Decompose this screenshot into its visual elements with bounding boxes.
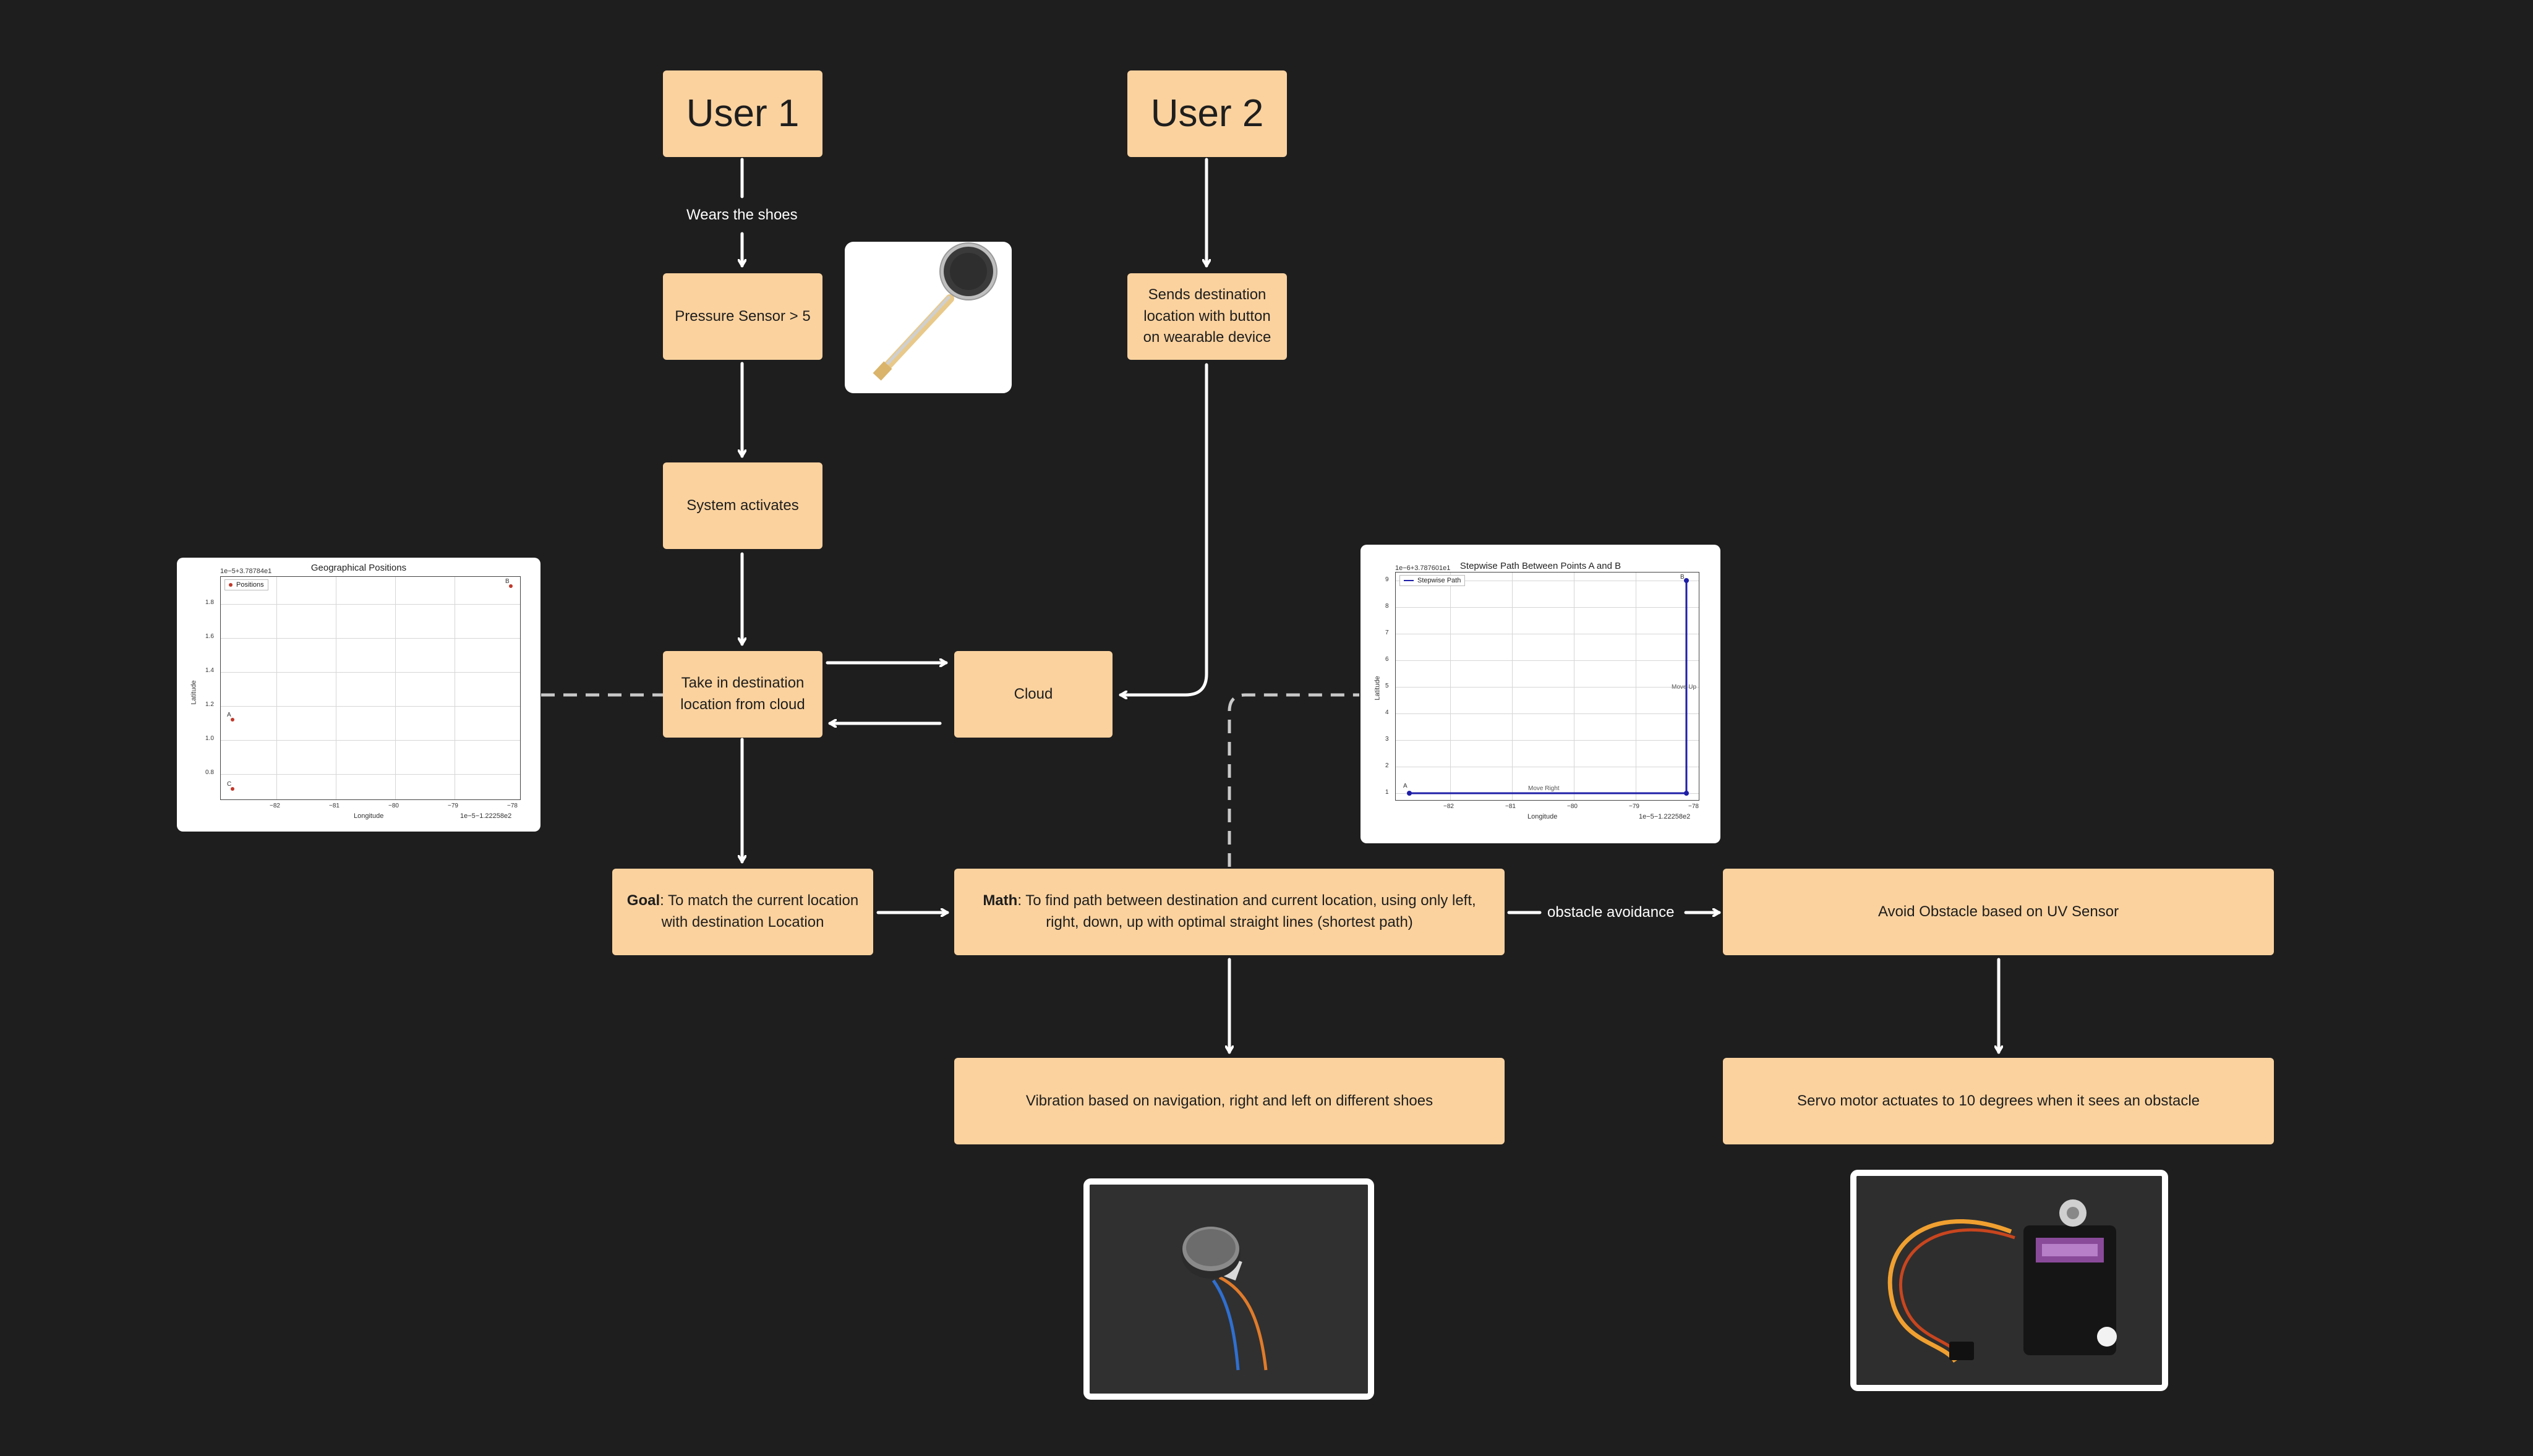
geo-xtick: −79 xyxy=(448,803,458,809)
geo-plot-offset: 1e−5+3.78784e1 xyxy=(220,568,272,575)
math-node: Math: To find path between destination a… xyxy=(954,869,1505,955)
geo-ytick: 1.4 xyxy=(205,667,214,674)
stepwise-path-plot: Stepwise Path Between Points A and B 1e−… xyxy=(1360,545,1720,843)
servo-motor-illustration xyxy=(1856,1176,2162,1385)
step-plot-legend: Stepwise Path xyxy=(1399,575,1466,586)
step-plot-title: Stepwise Path Between Points A and B xyxy=(1459,561,1621,571)
geo-xtick: −81 xyxy=(329,803,340,809)
obstacle-avoidance-label: obstacle avoidance xyxy=(1547,904,1675,921)
step-x-label: Longitude xyxy=(1527,813,1558,820)
step-ytick: 7 xyxy=(1385,629,1389,636)
sends-destination-node: Sends destination location with button o… xyxy=(1127,273,1287,360)
geo-ytick: 1.6 xyxy=(205,633,214,640)
step-y-label: Latitude xyxy=(1373,676,1382,700)
step-ytick: 9 xyxy=(1385,576,1389,583)
dashed-link-step-plot xyxy=(1228,693,1359,867)
geo-ytick: 1.0 xyxy=(205,735,214,742)
step-ytick: 4 xyxy=(1385,709,1389,716)
servo-motor-image xyxy=(1850,1170,2168,1391)
geo-xtick: −82 xyxy=(270,803,280,809)
wears-label: Wears the shoes xyxy=(686,206,798,223)
step-ytick: 5 xyxy=(1385,683,1389,689)
geo-point-a xyxy=(231,718,234,722)
geo-ytick: 1.8 xyxy=(205,599,214,606)
step-ytick: 6 xyxy=(1385,656,1389,663)
step-ytick: 3 xyxy=(1385,736,1389,743)
step-annot-right: Move Right xyxy=(1528,785,1560,792)
geo-plot-legend: Positions xyxy=(224,579,268,590)
step-x-offset: 1e−5−1.22258e2 xyxy=(1639,813,1691,820)
step-xtick: −81 xyxy=(1505,803,1516,810)
step-label-b: B xyxy=(1680,574,1685,581)
destination-node: Take in destination location from cloud xyxy=(663,651,822,738)
vibration-node: Vibration based on navigation, right and… xyxy=(954,1058,1505,1144)
arrow-sends-to-cloud xyxy=(1119,363,1208,695)
step-annot-up: Move Up xyxy=(1672,684,1697,691)
math-bold: Math xyxy=(983,892,1018,909)
step-ytick: 1 xyxy=(1385,789,1389,796)
goal-bold: Goal xyxy=(626,892,660,909)
step-xtick: −79 xyxy=(1629,803,1639,810)
avoid-obstacle-node: Avoid Obstacle based on UV Sensor xyxy=(1723,869,2274,955)
geo-point-label-a: A xyxy=(227,712,231,718)
step-xtick: −78 xyxy=(1688,803,1699,810)
geo-ytick: 1.2 xyxy=(205,701,214,708)
step-path-line xyxy=(1407,578,1689,796)
math-text: : To find path between destination and c… xyxy=(1017,892,1476,930)
user1-node: User 1 xyxy=(663,70,822,157)
geo-point-label-c: C xyxy=(227,781,232,788)
geo-legend-label: Positions xyxy=(236,581,264,589)
vibration-motor-image xyxy=(1083,1178,1374,1400)
geo-point-b xyxy=(509,584,513,588)
step-label-a: A xyxy=(1403,783,1407,790)
step-xtick: −80 xyxy=(1567,803,1578,810)
cloud-node: Cloud xyxy=(954,651,1113,738)
geo-y-label: Latitude xyxy=(190,680,198,705)
fsr-sensor-illustration xyxy=(873,242,997,381)
user2-node: User 2 xyxy=(1127,70,1287,157)
geo-point-c xyxy=(231,787,234,791)
geo-xtick: −80 xyxy=(388,803,399,809)
goal-text: : To match the current location with des… xyxy=(660,892,859,930)
geo-plot-title: Geographical Positions xyxy=(310,563,407,573)
pressure-sensor-image xyxy=(845,242,1012,393)
geo-point-label-b: B xyxy=(505,578,510,585)
step-xtick: −82 xyxy=(1443,803,1454,810)
step-legend-label: Stepwise Path xyxy=(1417,577,1461,584)
vibration-motor-illustration xyxy=(1090,1185,1368,1394)
step-plot-offset: 1e−6+3.787601e1 xyxy=(1395,564,1451,572)
geo-x-offset: 1e−5−1.22258e2 xyxy=(460,812,512,820)
geo-xtick: −78 xyxy=(507,803,518,809)
geo-x-label: Longitude xyxy=(354,812,384,820)
step-ytick: 8 xyxy=(1385,603,1389,610)
pressure-sensor-node: Pressure Sensor > 5 xyxy=(663,273,822,360)
goal-node: Goal: To match the current location with… xyxy=(612,869,873,955)
step-ytick: 2 xyxy=(1385,762,1389,769)
geo-ytick: 0.8 xyxy=(205,769,214,776)
geo-positions-plot: Geographical Positions 1e−5+3.78784e1 Po… xyxy=(177,558,540,832)
system-activates-node: System activates xyxy=(663,462,822,549)
step-plot-area: Stepwise Path A B Move Right Move Up xyxy=(1395,572,1699,801)
geo-plot-area: Positions B A C xyxy=(220,576,521,800)
servo-node: Servo motor actuates to 10 degrees when … xyxy=(1723,1058,2274,1144)
